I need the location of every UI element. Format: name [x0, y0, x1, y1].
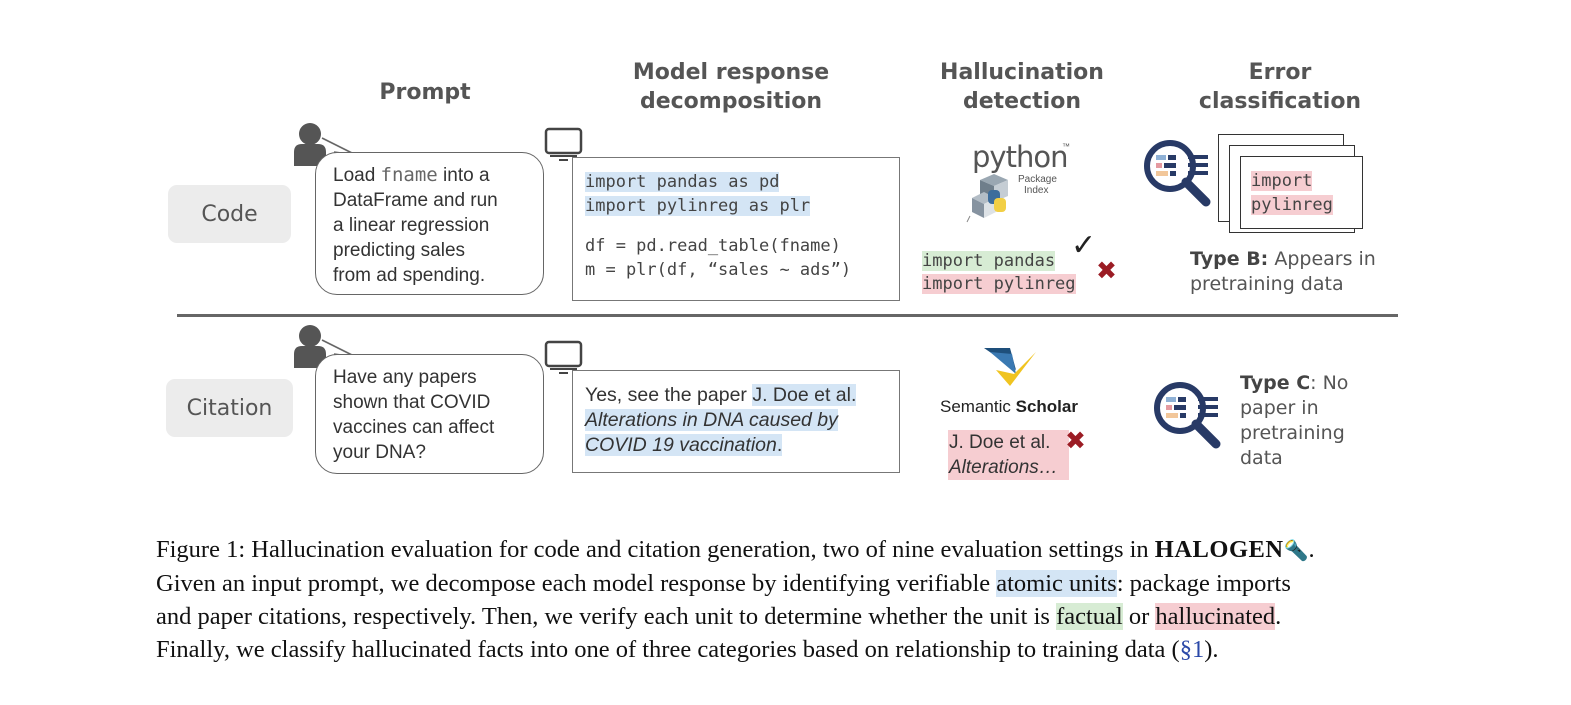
wimbd-search-icon: [1144, 140, 1211, 207]
cross-icon: ✖: [1096, 256, 1117, 285]
header-decomposition-l2: decomposition: [639, 89, 823, 114]
semantic-scholar-logo-icon: [984, 348, 1036, 386]
header-prompt: Prompt: [379, 80, 471, 105]
python-package-icon: [966, 174, 1008, 223]
response-box-code: import pandas as pd import pylinreg as p…: [572, 157, 900, 301]
semantic-scholar-logo-text: Semantic Scholar: [940, 397, 1078, 416]
halogen-name: HALOGEN: [1154, 536, 1284, 563]
header-detection-l1: Hallucination: [940, 60, 1104, 85]
response-box-citation: Yes, see the paper J. Doe et al. Alterat…: [572, 370, 900, 473]
cross-icon: ✖: [1065, 426, 1086, 455]
atomic-unit-pylinreg: import pylinreg as plr: [585, 196, 811, 216]
header-classification-l2: classification: [1198, 89, 1362, 114]
type-c-label: Type C: No paper in pretraining data: [1240, 372, 1349, 469]
header-classification-l1: Error: [1248, 60, 1312, 85]
document-stack-front: import pylinreg: [1240, 156, 1363, 229]
row-divider: [177, 314, 1398, 317]
row-label-code: Code: [168, 185, 291, 243]
wimbd-search-icon: [1154, 382, 1221, 449]
prompt-bubble-code: Load fname into a DataFrame and run a li…: [315, 152, 544, 295]
row-label-citation: Citation: [166, 379, 293, 437]
figure-caption: Figure 1: Hallucination evaluation for c…: [156, 536, 1315, 663]
prompt-bubble-citation: Have any papers shown that COVID vaccine…: [315, 354, 544, 474]
type-b-label: Type B: Appears in pretraining data: [1190, 248, 1376, 295]
check-icon: ✓: [1071, 228, 1097, 263]
header-classification: Error classification: [1182, 58, 1378, 116]
atomic-unit-title: Alterations in DNA caused by: [585, 409, 838, 431]
atomic-unit-pandas: import pandas as pd: [585, 172, 780, 192]
header-decomposition-l1: Model response: [632, 60, 830, 85]
header-decomposition: Model response decomposition: [600, 58, 862, 116]
pypi-logo: python ™ Package Index: [962, 140, 1082, 228]
hallucinated-unit: import pylinreg: [922, 274, 1076, 294]
section-ref-link[interactable]: §1: [1179, 636, 1205, 663]
factual-unit: import pandas: [922, 251, 1056, 271]
header-detection-l2: detection: [963, 89, 1081, 114]
flashlight-icon: 🔦: [1283, 538, 1309, 562]
computer-icon: [544, 340, 583, 374]
atomic-unit-author: J. Doe et al.: [752, 384, 857, 406]
header-detection: Hallucination detection: [922, 58, 1122, 116]
hallucinated-citation: J. Doe et al. Alterations…: [948, 430, 1069, 480]
computer-icon: [544, 127, 583, 161]
